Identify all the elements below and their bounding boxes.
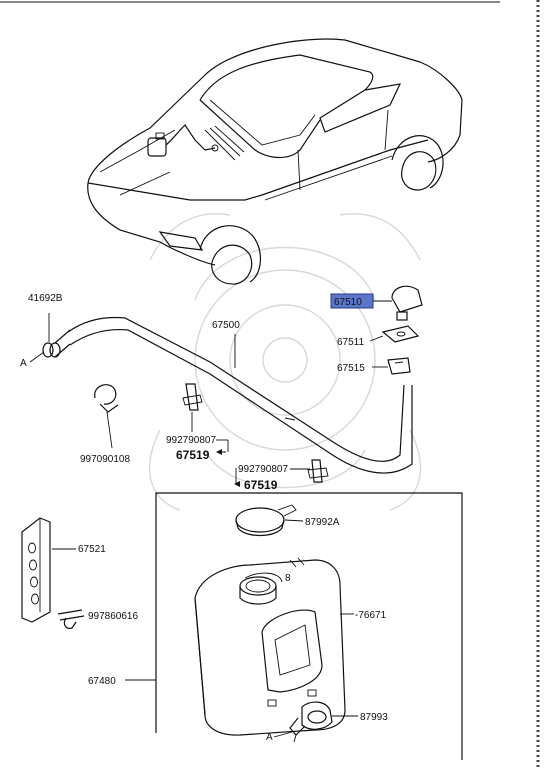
label-67510[interactable]: 67510 xyxy=(330,293,392,309)
label-992790807-1[interactable]: 992790807 xyxy=(166,435,229,452)
label-a-top[interactable]: A xyxy=(20,358,27,369)
svg-text:67515: 67515 xyxy=(337,363,365,374)
svg-text:992790807: 992790807 xyxy=(238,464,288,475)
svg-text:87993: 87993 xyxy=(360,712,388,723)
tank-bracket xyxy=(21,517,51,623)
label-67515[interactable]: 67515 xyxy=(337,363,388,374)
label-87992a[interactable]: 87992A xyxy=(284,517,340,528)
label-67521[interactable]: 67521 xyxy=(52,544,106,555)
label-67480[interactable]: 67480 xyxy=(88,676,116,687)
svg-text:67519: 67519 xyxy=(176,448,210,462)
nozzle-clip xyxy=(387,357,411,375)
svg-text:-76671: -76671 xyxy=(355,610,387,621)
label-997090108[interactable]: 997090108 xyxy=(80,454,130,465)
svg-text:67519: 67519 xyxy=(244,478,278,492)
washer-nozzle xyxy=(391,285,423,321)
label-67500[interactable]: 67500 xyxy=(212,320,240,331)
label-67519-2[interactable]: 67519 xyxy=(234,478,278,492)
svg-text:87992A: 87992A xyxy=(305,517,340,528)
svg-text:8: 8 xyxy=(285,573,291,584)
svg-text:A: A xyxy=(266,732,273,743)
car-illustration xyxy=(87,38,463,285)
label-8[interactable]: 8 xyxy=(285,573,291,584)
svg-text:A: A xyxy=(20,358,27,369)
svg-text:997860616: 997860616 xyxy=(88,611,138,622)
grommet-part xyxy=(29,313,71,363)
label-a-bottom[interactable]: A xyxy=(266,731,293,743)
label-997860616[interactable]: 997860616 xyxy=(88,611,138,622)
label-76671[interactable]: -76671 xyxy=(340,610,387,621)
label-67511[interactable]: 67511 xyxy=(337,335,384,348)
label-41692b[interactable]: 41692B xyxy=(28,293,63,304)
tank-group-frame xyxy=(125,492,463,760)
hose-clip-2 xyxy=(307,459,329,483)
label-67519-1[interactable]: 67519 xyxy=(176,448,226,462)
label-87993[interactable]: 87993 xyxy=(332,712,388,723)
watermark-emblem xyxy=(148,213,422,511)
svg-text:992790807: 992790807 xyxy=(166,435,216,446)
washer-pump xyxy=(289,701,333,743)
tank-cap xyxy=(235,504,297,537)
svg-text:67480: 67480 xyxy=(88,676,116,687)
svg-text:997090108: 997090108 xyxy=(80,454,130,465)
label-992790807-2[interactable]: 992790807 xyxy=(235,464,310,484)
hose-clip-1 xyxy=(182,383,203,432)
hose-clamp xyxy=(94,384,119,449)
svg-text:67511: 67511 xyxy=(337,337,365,348)
svg-text:67500: 67500 xyxy=(212,320,240,331)
svg-text:67521: 67521 xyxy=(78,544,106,555)
washer-tank xyxy=(194,557,346,736)
svg-text:67510: 67510 xyxy=(334,297,362,308)
washer-hose xyxy=(67,316,413,474)
svg-text:41692B: 41692B xyxy=(28,293,63,304)
nozzle-gasket xyxy=(381,325,420,343)
bracket-bolt xyxy=(57,609,85,629)
